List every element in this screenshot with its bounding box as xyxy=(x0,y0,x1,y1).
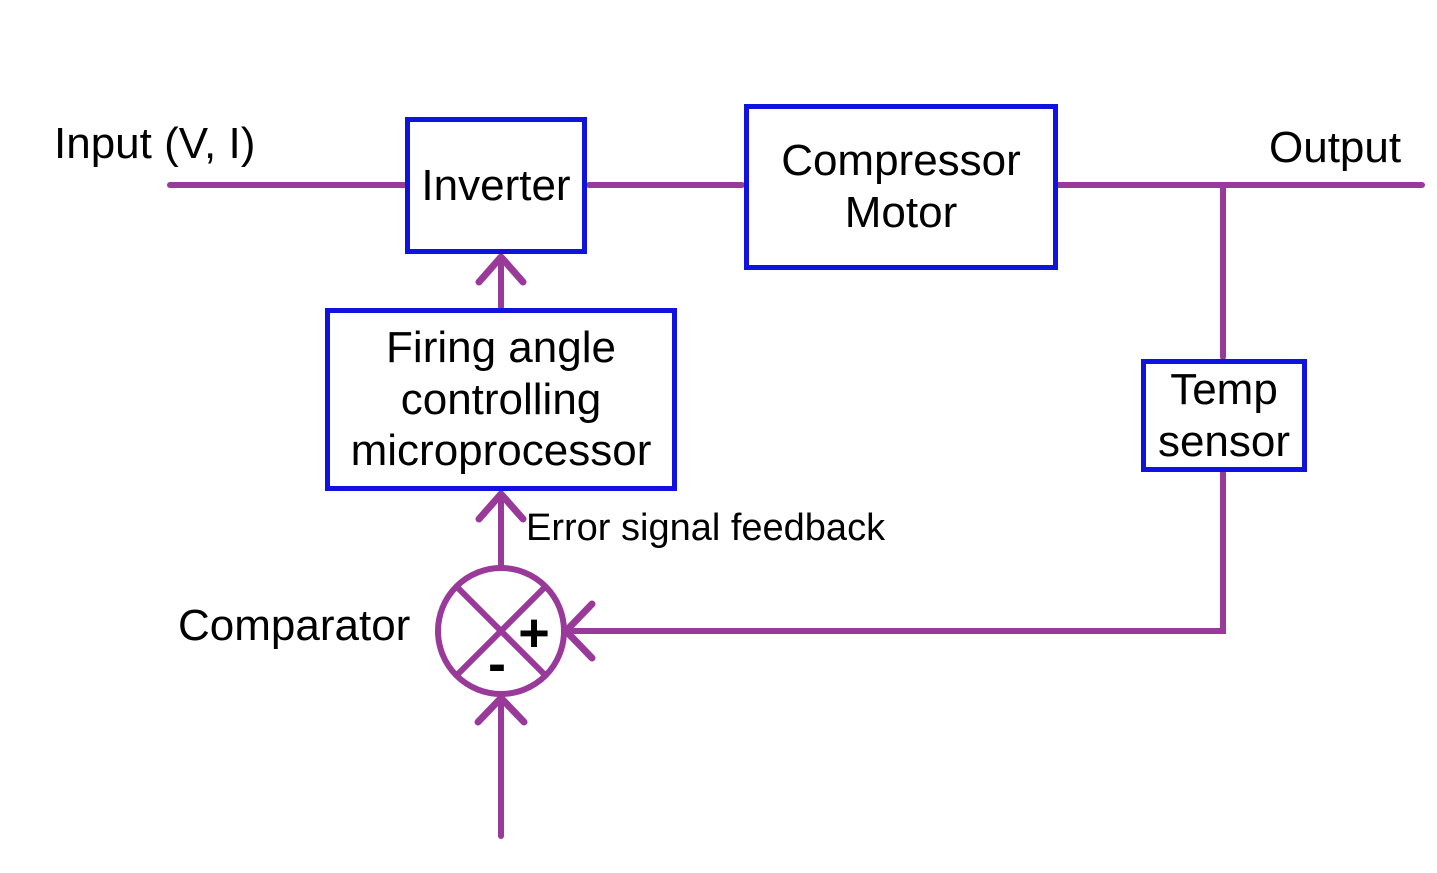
arrowhead-left-comparator-icon xyxy=(562,600,596,662)
comparator-label: Comparator xyxy=(178,601,411,650)
error-signal-feedback-label: Error signal feedback xyxy=(526,507,886,549)
block-temp-sensor-label-line2: sensor xyxy=(1157,416,1291,466)
block-temp-sensor: Temp sensor xyxy=(1141,359,1307,472)
block-firing-angle-microprocessor: Firing angle controlling microprocessor xyxy=(325,308,677,491)
block-firing-label-line2: controlling xyxy=(400,374,602,424)
block-firing-label-line1: Firing angle xyxy=(386,322,616,372)
input-label: Input (V, I) xyxy=(54,119,256,168)
block-temp-sensor-label-line1: Temp xyxy=(1170,364,1278,414)
plus-sign: + xyxy=(518,603,550,663)
block-firing-label-line3: microprocessor xyxy=(350,426,652,476)
arrowhead-up-inverter-icon xyxy=(475,253,527,286)
arrowhead-up-firing-icon xyxy=(475,490,527,523)
temp-feedback-line xyxy=(571,470,1226,634)
arrowhead-up-comparator-icon xyxy=(474,694,528,726)
comparator-cross-icon xyxy=(454,584,548,678)
block-compressor-motor-label-line1: Compressor xyxy=(781,136,1021,186)
block-compressor-motor-label-line2: Motor xyxy=(844,188,958,237)
output-label: Output xyxy=(1269,123,1402,172)
block-compressor-motor: Compressor Motor xyxy=(744,104,1058,270)
block-inverter-label: Inverter xyxy=(421,160,571,210)
block-inverter: Inverter xyxy=(405,117,587,254)
minus-sign: - xyxy=(488,634,506,694)
